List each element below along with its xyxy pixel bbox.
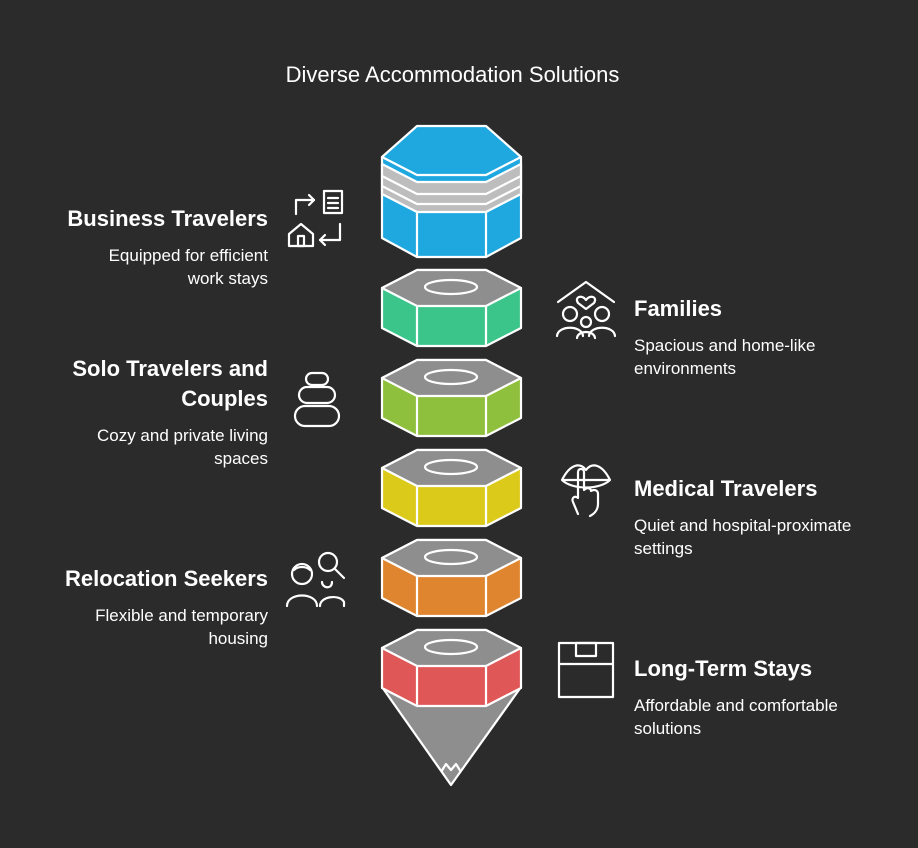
business-travelers-desc: Equipped for efficient work stays xyxy=(108,246,268,288)
segment-relocation xyxy=(380,538,523,618)
diagram-title: Diverse Accommodation Solutions xyxy=(285,62,620,87)
segment-families xyxy=(380,268,523,348)
long-term-stays-title: Long-Term Stays xyxy=(634,656,813,681)
relocation-seekers-title: Relocation Seekers xyxy=(65,566,268,591)
family-home-heart-icon xyxy=(554,278,618,342)
medical-travelers-block: Medical Travelers Quiet and hospital-pro… xyxy=(634,474,894,560)
solo-travelers-desc: Cozy and private living spaces xyxy=(96,426,268,468)
relocation-seekers-desc: Flexible and temporary housing xyxy=(95,606,268,648)
solo-travelers-block: Solo Travelers and Couples Cozy and priv… xyxy=(0,354,268,470)
long-term-stays-block: Long-Term Stays Affordable and comfortab… xyxy=(634,654,884,740)
solo-travelers-title: Solo Travelers and Couples xyxy=(72,356,268,411)
storage-box-icon xyxy=(556,640,616,700)
segment-long-term xyxy=(380,628,523,787)
families-block: Families Spacious and home-like environm… xyxy=(634,294,864,380)
families-title: Families xyxy=(634,296,723,321)
segment-business xyxy=(380,124,523,259)
medical-travelers-desc: Quiet and hospital-proximate settings xyxy=(634,516,852,558)
business-travelers-block: Business Travelers Equipped for efficien… xyxy=(0,204,268,290)
people-search-icon xyxy=(284,548,348,610)
segment-solo xyxy=(380,358,523,438)
segment-medical xyxy=(380,448,523,528)
swap-arrows-icon xyxy=(286,188,346,250)
medical-travelers-title: Medical Travelers xyxy=(634,476,818,501)
business-travelers-title: Business Travelers xyxy=(67,206,268,231)
long-term-stays-desc: Affordable and comfortable solutions xyxy=(634,696,838,738)
stacked-stones-icon xyxy=(290,370,344,430)
silence-gesture-icon xyxy=(556,458,616,520)
families-desc: Spacious and home-like environments xyxy=(634,336,816,378)
relocation-seekers-block: Relocation Seekers Flexible and temporar… xyxy=(0,564,268,650)
